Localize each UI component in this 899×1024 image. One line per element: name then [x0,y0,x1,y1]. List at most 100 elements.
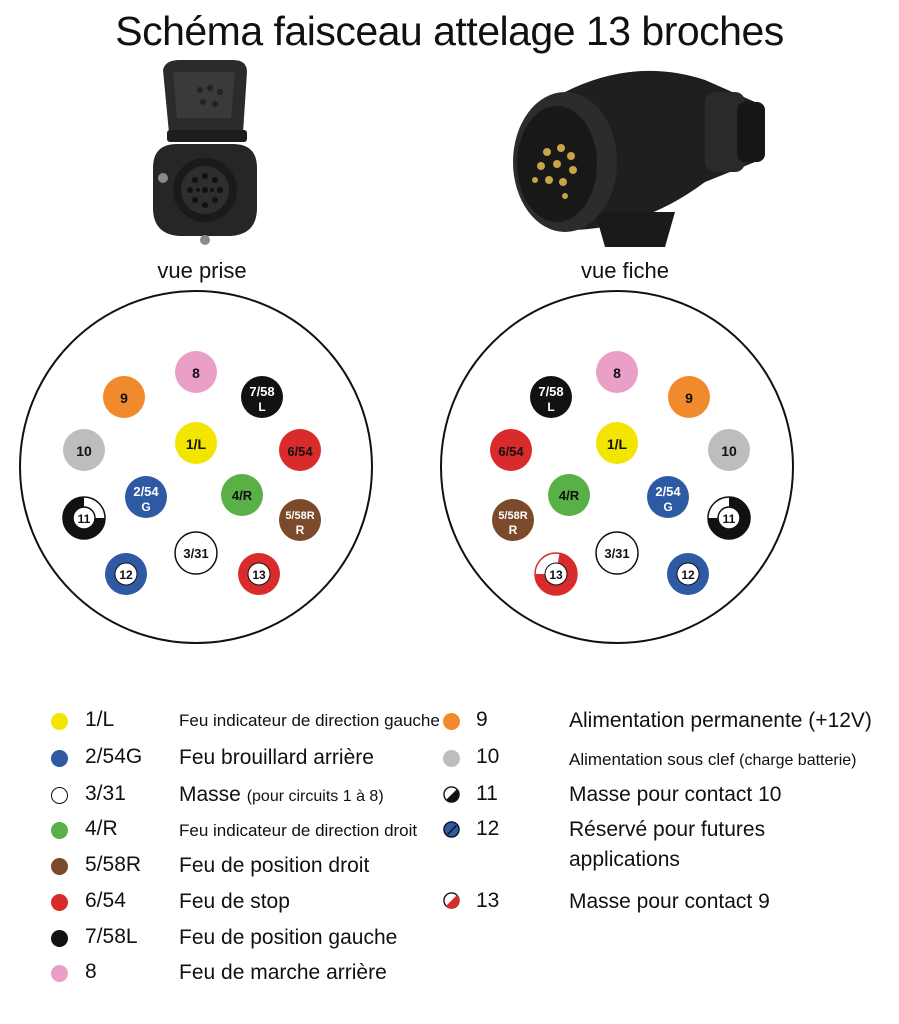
socket-pin-3: 3/31 [174,531,218,575]
plug-pin-12: 12 [667,553,709,595]
legend-dot-brown-icon [51,858,68,875]
legend-desc-main: Alimentation sous clef [569,750,735,769]
socket-pin-9: 9 [103,376,145,418]
legend-code: 3/31 [85,782,126,805]
legend-dot-half-black-icon [443,786,460,803]
legend-dot-red-icon [51,894,68,911]
legend-desc: Feu de position droit [179,854,370,877]
plug-pin-7-sub: L [547,400,554,414]
socket-pin-11-label: 11 [78,512,91,526]
plug-pin-2: 2/54 G [647,476,689,518]
socket-pin-4-label: 4/R [232,488,253,503]
plug-pin-11-label: 11 [723,512,736,526]
plug-pin-3-label: 3/31 [604,546,629,561]
socket-pin-8: 8 [175,351,217,393]
legend-code: 6/54 [85,889,126,912]
legend-desc: Feu indicateur de direction gauche [179,711,440,730]
plug-pin-2-label: 2/54 [655,484,681,499]
socket-pin-7-label: 7/58 [249,384,274,399]
socket-pin-10-label: 10 [76,443,92,459]
plug-pin-10-label: 10 [721,443,737,459]
legend-code: 13 [476,889,500,912]
socket-pin-10: 10 [63,429,105,471]
legend-desc-note: (pour circuits 1 à 8) [246,788,384,805]
legend-code: 2/54G [85,745,143,768]
legend-dot-half-red-icon [443,892,460,909]
pin-diagrams: 8 9 7/58 L 10 1/L 6/54 2/54 G [19,290,794,644]
legend-desc-note: (charge batterie) [739,752,857,769]
plug-pin-10: 10 [708,429,750,471]
legend-desc: Alimentation sous clef (charge batterie) [569,745,857,775]
plug-pin-5: 5/58R R [492,499,534,541]
socket-pin-1-label: 1/L [186,436,207,452]
socket-outline [19,290,373,644]
socket-pin-6-label: 6/54 [287,444,313,459]
page-title: Schéma faisceau attelage 13 broches [115,8,784,54]
plug-pin-13: 13 [534,552,578,596]
socket-pin-7-sub: L [258,400,265,414]
socket-pin-4: 4/R [221,474,263,516]
legend-code: 4/R [85,817,118,840]
plug-pin-9: 9 [668,376,710,418]
legend-desc: Feu de stop [179,890,290,913]
socket-photo [153,60,257,245]
socket-pin-6: 6/54 [279,429,321,471]
socket-pin-1: 1/L [175,422,217,464]
legend-desc: Feu brouillard arrière [179,746,374,769]
plug-pin-4-label: 4/R [559,488,580,503]
plug-pin-5-label: 5/58R [498,510,527,522]
legend-dot-grey-icon [443,750,460,767]
legend-desc: Feu indicateur de direction droit [179,821,418,840]
socket-pin-7: 7/58 L [241,376,283,418]
plug-pin-1-label: 1/L [607,436,628,452]
legend-dot-orange-icon [443,713,460,730]
legend-dot-half-blue-icon [443,821,460,838]
plug-pin-1: 1/L [596,422,638,464]
socket-pin-2: 2/54 G [125,476,167,518]
socket-pin-12: 12 [105,553,147,595]
legend-code: 8 [85,960,97,983]
plug-pin-5-sub: R [509,523,518,537]
socket-pin-5: 5/58R R [279,499,321,541]
legend-dot-blue-icon [51,750,68,767]
plug-pin-4: 4/R [548,474,590,516]
socket-pin-12-label: 12 [119,568,133,582]
legend-desc: Masse pour contact 10 [569,783,782,806]
plug-pin-3: 3/31 [595,531,639,575]
plug-pin-diagram: 8 7/58 L 9 6/54 1/L 10 4/R 2/54 [440,290,794,644]
socket-pin-11: 11 [62,496,106,540]
legend-dot-green-icon [51,822,68,839]
plug-caption: vue fiche [580,258,670,283]
socket-pin-8-label: 8 [192,365,200,381]
plug-pin-9-label: 9 [685,390,693,406]
legend-code: 5/58R [85,853,142,876]
legend-dot-black-icon [51,930,68,947]
socket-pin-diagram: 8 9 7/58 L 10 1/L 6/54 2/54 G [19,290,373,644]
plug-pin-13-label: 13 [549,568,563,582]
legend-code: 12 [476,817,500,840]
socket-pin-13-label: 13 [252,568,266,582]
legend-desc: Alimentation permanente (+12V) [569,709,872,732]
socket-pin-2-sub: G [141,500,150,514]
plug-pin-12-label: 12 [681,568,695,582]
legend-desc: Masse (pour circuits 1 à 8) [179,780,384,811]
legend-desc: Feu de position gauche [179,926,398,949]
plug-pin-11: 11 [707,496,751,540]
plug-pin-7: 7/58 L [530,376,572,418]
socket-pin-2-label: 2/54 [133,484,159,499]
plug-pin-8-label: 8 [613,365,621,381]
legend-desc: Réservé pour futures [569,818,766,841]
plug-photo [513,70,765,247]
legend-dot-pink-icon [51,965,68,982]
legend-code: 7/58L [85,925,138,948]
plug-outline [440,290,794,644]
socket-pin-3-label: 3/31 [183,546,208,561]
socket-pin-13: 13 [238,553,280,595]
socket-pin-5-sub: R [296,523,305,537]
plug-pin-2-sub: G [663,500,672,514]
plug-pin-8: 8 [596,351,638,393]
plug-pin-6-label: 6/54 [498,444,524,459]
legend-code: 1/L [85,708,115,731]
plug-pin-7-label: 7/58 [538,384,563,399]
socket-caption: vue prise [157,258,247,283]
